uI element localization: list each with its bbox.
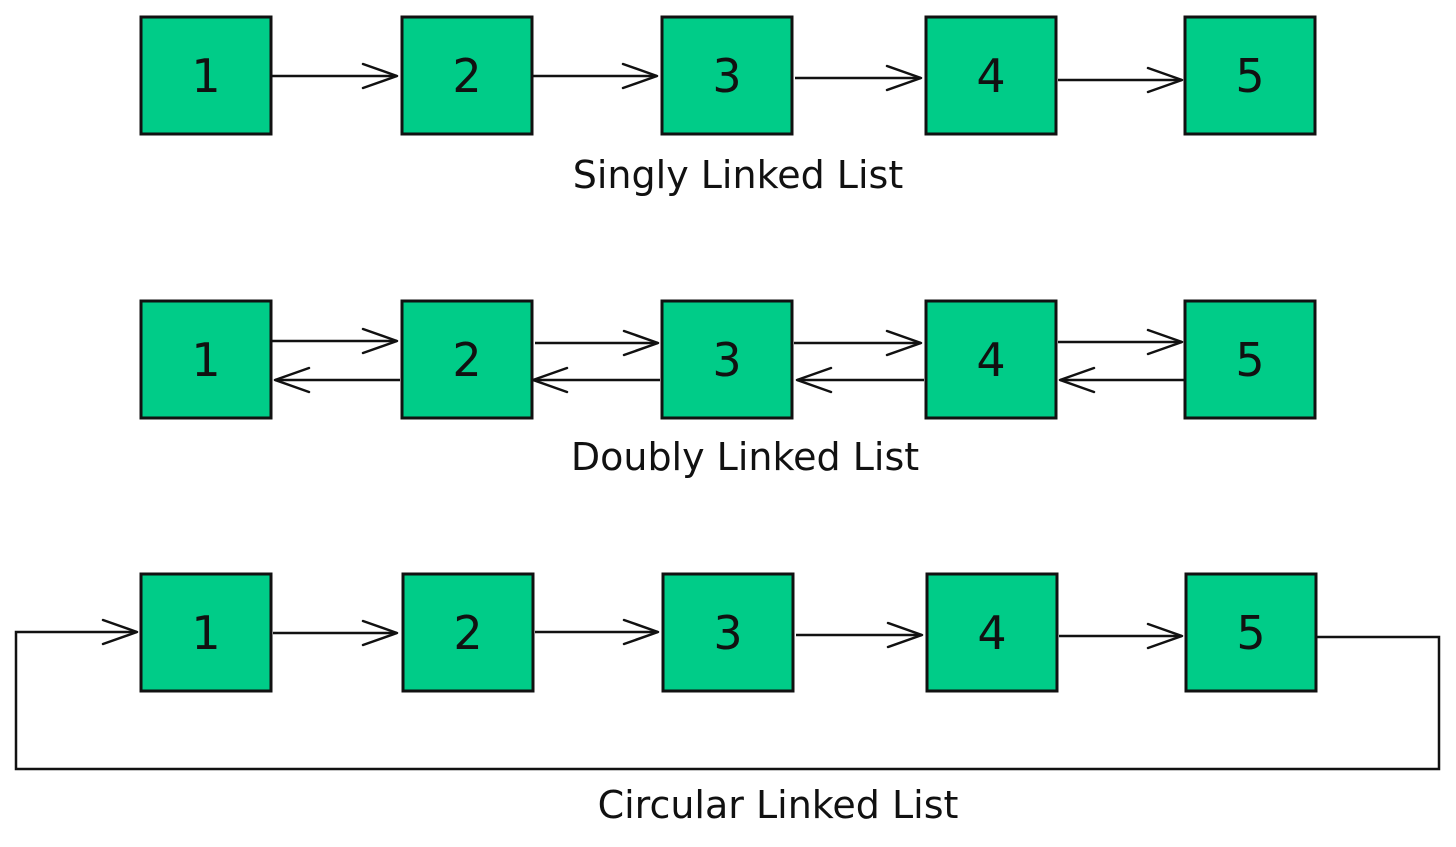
svg-text:3: 3 — [713, 606, 742, 660]
singly-node-1: 1 — [139, 15, 273, 136]
doubly-prev-link-2-1 — [273, 366, 400, 394]
arrowhead-icon — [1058, 366, 1096, 394]
doubly-prev-link-4-3 — [795, 366, 924, 394]
doubly-next-link-3-4 — [794, 329, 923, 357]
svg-text:5: 5 — [1235, 49, 1264, 103]
doubly-node-5: 5 — [1183, 299, 1317, 420]
arrowhead-icon — [885, 329, 923, 357]
doubly-linked-list: 1 2 3 4 5 Doubly Linked List — [139, 299, 1317, 479]
svg-text:2: 2 — [452, 333, 481, 387]
circular-link-4-5 — [1059, 622, 1184, 650]
arrowhead-icon — [621, 62, 659, 90]
doubly-node-1: 1 — [139, 299, 273, 420]
arrowhead-icon — [622, 618, 660, 646]
circular-links — [14, 618, 1441, 771]
svg-text:4: 4 — [977, 606, 1006, 660]
arrowhead-icon — [361, 327, 399, 355]
circular-node-5: 5 — [1184, 572, 1318, 693]
doubly-nodes: 1 2 3 4 5 — [139, 299, 1317, 420]
svg-text:3: 3 — [712, 49, 741, 103]
doubly-prev-link-5-4 — [1058, 366, 1184, 394]
singly-node-3: 3 — [660, 15, 794, 136]
arrowhead-icon — [1146, 622, 1184, 650]
svg-text:5: 5 — [1235, 333, 1264, 387]
svg-text:4: 4 — [976, 49, 1005, 103]
arrowhead-icon — [885, 64, 923, 92]
svg-text:2: 2 — [453, 606, 482, 660]
arrowhead-icon — [1146, 328, 1184, 356]
svg-text:5: 5 — [1236, 606, 1265, 660]
circular-link-1-2 — [273, 619, 399, 647]
singly-link-2-3 — [533, 62, 659, 90]
circular-node-4: 4 — [925, 572, 1059, 693]
doubly-links — [272, 327, 1184, 394]
singly-node-4: 4 — [924, 15, 1058, 136]
arrowhead-icon — [361, 619, 399, 647]
singly-link-3-4 — [795, 64, 923, 92]
arrowhead-icon — [795, 366, 833, 394]
singly-link-1-2 — [272, 62, 399, 90]
circular-node-1: 1 — [139, 572, 273, 693]
svg-text:4: 4 — [976, 333, 1005, 387]
arrowhead-icon — [622, 329, 660, 357]
arrowhead-icon — [101, 618, 139, 646]
doubly-caption: Doubly Linked List — [571, 435, 919, 479]
circular-node-2: 2 — [401, 572, 535, 693]
singly-link-4-5 — [1058, 66, 1184, 94]
circular-link-3-4 — [796, 621, 924, 649]
singly-nodes: 1 2 3 4 5 — [139, 15, 1317, 136]
svg-text:1: 1 — [191, 49, 220, 103]
singly-links — [272, 62, 1184, 94]
circular-link-5-1-return — [14, 618, 1441, 771]
doubly-prev-link-3-2 — [531, 366, 660, 394]
svg-text:1: 1 — [191, 606, 220, 660]
singly-linked-list: 1 2 3 4 5 Singly Linked List — [139, 15, 1317, 197]
arrowhead-icon — [886, 621, 924, 649]
singly-caption: Singly Linked List — [573, 153, 903, 197]
circular-link-2-3 — [535, 618, 660, 646]
svg-text:2: 2 — [452, 49, 481, 103]
singly-node-5: 5 — [1183, 15, 1317, 136]
circular-node-3: 3 — [661, 572, 795, 693]
doubly-node-3: 3 — [660, 299, 794, 420]
circular-nodes: 1 2 3 4 5 — [139, 572, 1318, 693]
doubly-node-4: 4 — [924, 299, 1058, 420]
singly-node-2: 2 — [400, 15, 534, 136]
svg-text:3: 3 — [712, 333, 741, 387]
svg-text:1: 1 — [191, 333, 220, 387]
doubly-next-link-2-3 — [535, 329, 660, 357]
doubly-next-link-1-2 — [272, 327, 399, 355]
doubly-next-link-4-5 — [1058, 328, 1184, 356]
arrowhead-icon — [361, 62, 399, 90]
arrowhead-icon — [273, 366, 311, 394]
circular-caption: Circular Linked List — [598, 783, 959, 827]
doubly-node-2: 2 — [400, 299, 534, 420]
circular-linked-list: 1 2 3 4 5 Circular Linked List — [14, 572, 1441, 827]
arrowhead-icon — [1146, 66, 1184, 94]
